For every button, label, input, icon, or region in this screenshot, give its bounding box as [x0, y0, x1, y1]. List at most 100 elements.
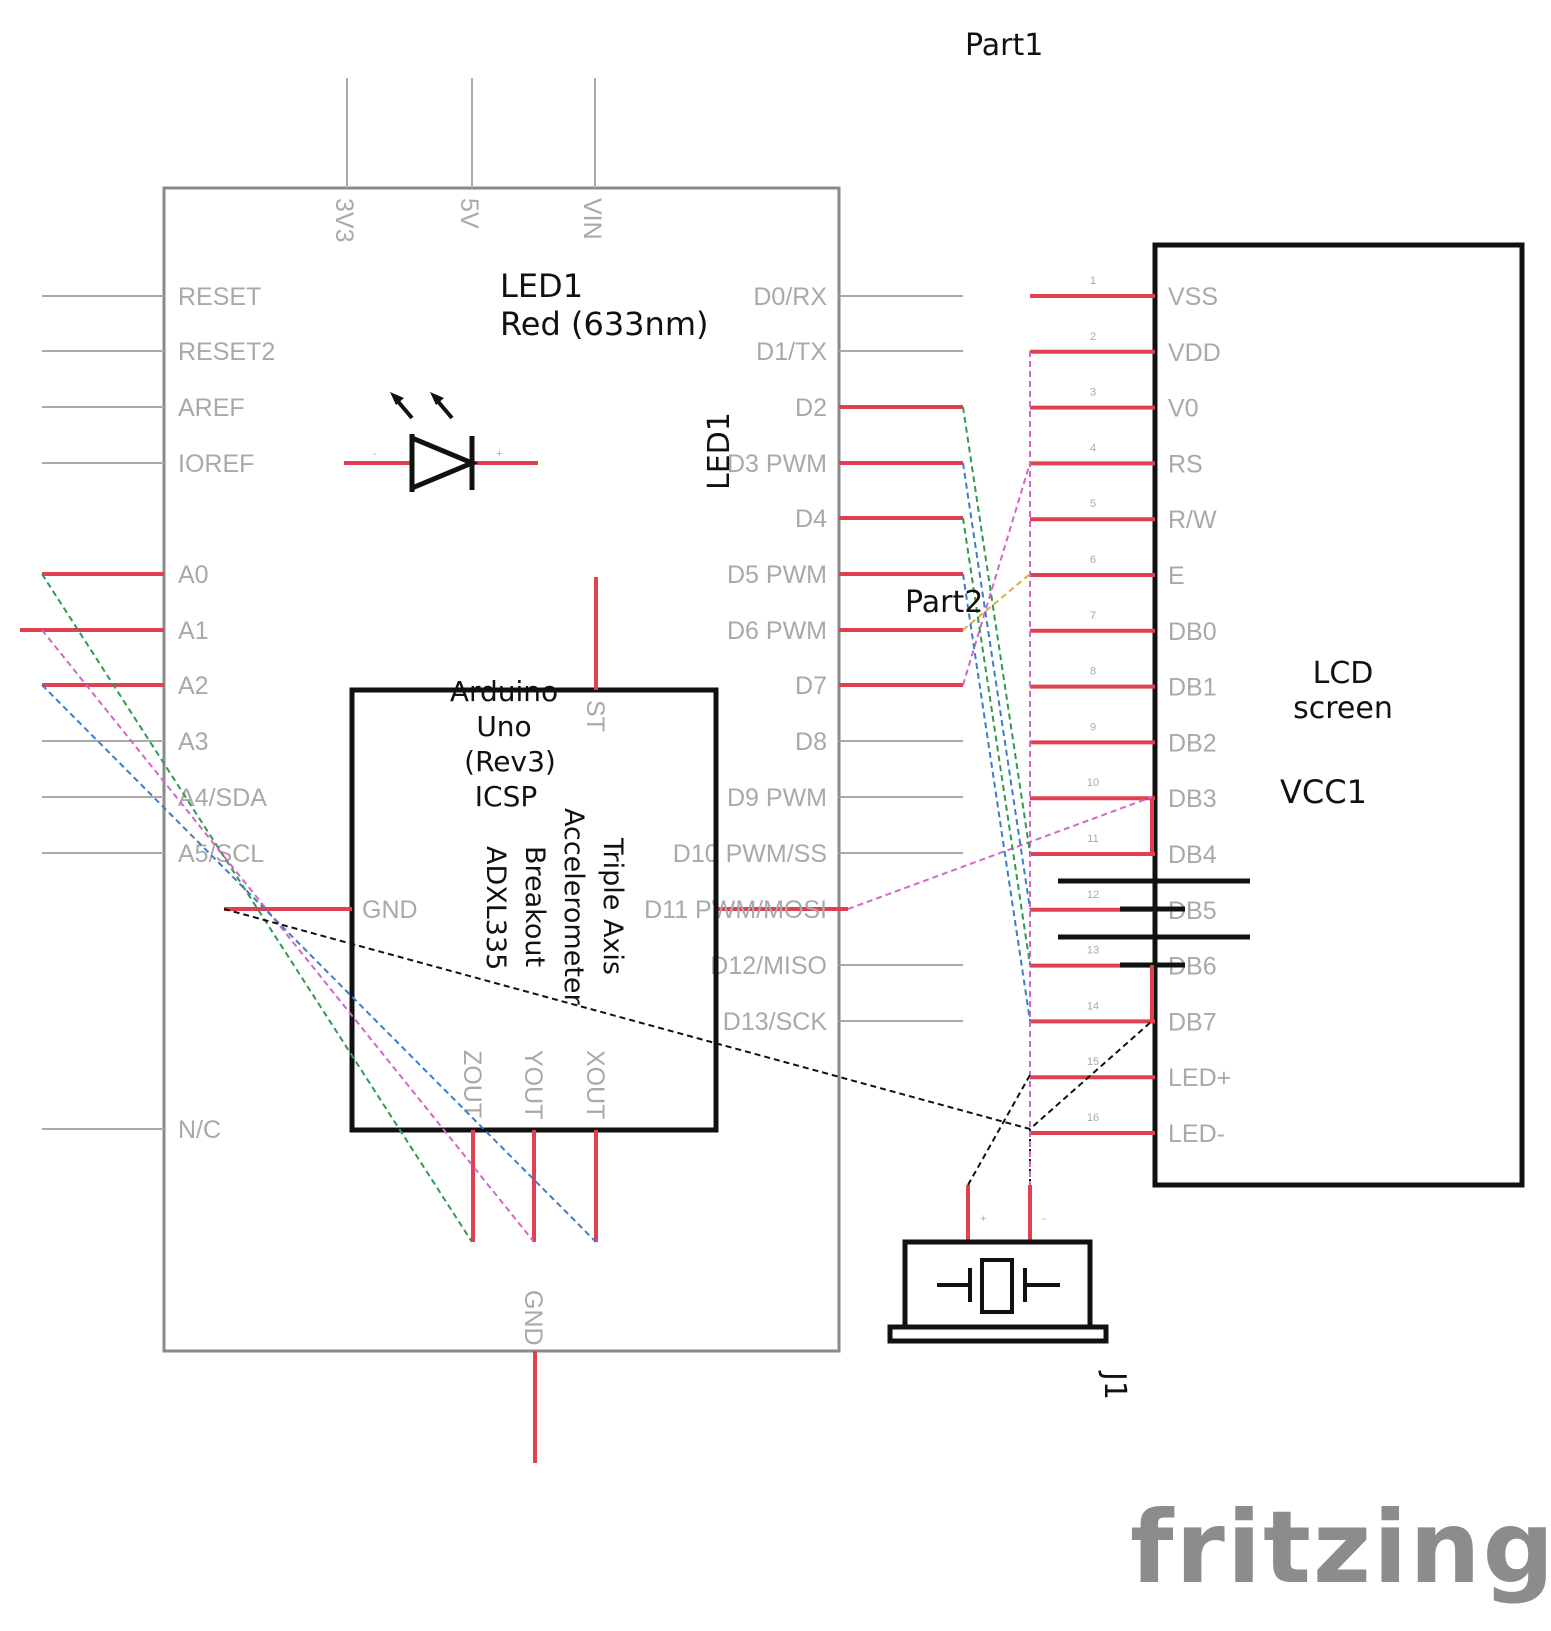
wire-d11-battery	[847, 796, 1153, 910]
part1-label: Part1	[965, 28, 1043, 63]
lcd-name-line1: LCD	[1313, 656, 1374, 691]
accel-name-line2: Accelerometer	[558, 808, 589, 1006]
lcd-pin-number: 9	[1090, 721, 1096, 733]
pin-d7: D7	[795, 672, 827, 700]
pin-3v3: 3V3	[330, 198, 358, 242]
accel-name-line1: Triple Axis	[597, 837, 628, 975]
pin-d10-pwm-ss: D10 PWM/SS	[673, 840, 827, 868]
lcd-pin-number: 5	[1090, 498, 1096, 510]
svg-text:Uno: Uno	[476, 710, 531, 743]
lcd-pin-number: 1	[1090, 275, 1096, 287]
accel-pin-zout: ZOUT	[458, 1050, 486, 1118]
lcd-pin-label: LED+	[1168, 1064, 1231, 1092]
pin-5v: 5V	[455, 198, 483, 229]
arduino-left-pins: RESET RESET2 AREF IOREF A0 A1 A2 A3 A4/S…	[20, 283, 275, 1144]
accelerometer[interactable]: ST GND ZOUT YOUT XOUT Triple Axis Accele…	[224, 577, 719, 1242]
pin-d11-pwm-mosi: D11 PWM/MOSI	[644, 896, 827, 924]
buzzer-label: J1	[1097, 1370, 1132, 1400]
led-pin-minus: -	[373, 448, 377, 460]
lcd-pin-label: DB0	[1168, 618, 1217, 646]
lcd-pin-number: 13	[1087, 945, 1099, 957]
lcd-screen[interactable]: 1VSS2VDD3V04RS5R/W6E7DB08DB19DB210DB311D…	[1030, 242, 1525, 1188]
arduino-name: Arduino Uno (Rev3) ICSP	[450, 675, 558, 813]
pin-a1: A1	[178, 617, 209, 645]
lcd-pin-number: 7	[1090, 610, 1096, 622]
accel-pin-st: ST	[581, 700, 609, 732]
lcd-pin-number: 16	[1087, 1112, 1099, 1124]
pin-reset2: RESET2	[178, 338, 275, 366]
lcd-outline	[1152, 242, 1525, 1188]
svg-text:ICSP: ICSP	[475, 780, 537, 813]
lcd-pin-label: DB2	[1168, 729, 1217, 757]
lcd-pin-number: 15	[1087, 1056, 1099, 1068]
led-triangle	[409, 434, 479, 492]
svg-text:(Rev3): (Rev3)	[464, 745, 556, 778]
lcd-pin-number: 3	[1090, 387, 1096, 399]
wire-a0-zout	[41, 573, 473, 1243]
pin-reset: RESET	[178, 283, 261, 311]
led-description: Red (633nm)	[500, 305, 708, 343]
lcd-pin-number: 10	[1087, 777, 1099, 789]
lcd-pin-label: R/W	[1168, 506, 1217, 534]
fritzing-logo: fritzing	[1130, 1489, 1551, 1606]
pin-d4: D4	[795, 505, 827, 533]
pin-aref: AREF	[178, 394, 245, 422]
led-name: LED1	[500, 267, 583, 305]
lcd-pin-label: VDD	[1168, 339, 1221, 367]
accel-pin-gnd: GND	[362, 896, 418, 924]
battery-label: VCC1	[1280, 773, 1367, 811]
lcd-pin-label: V0	[1168, 395, 1199, 423]
wire-a1-yout	[41, 629, 535, 1243]
pin-vin: VIN	[578, 198, 606, 240]
light-arrows-icon	[390, 392, 454, 420]
wire-d3-db5	[962, 462, 1031, 910]
arduino-outline	[162, 186, 841, 1353]
lcd-pin-label: E	[1168, 562, 1185, 590]
pin-a2: A2	[178, 672, 209, 700]
crystal-icon	[937, 1258, 1060, 1314]
part2-label: Part2	[905, 585, 983, 620]
pin-d13-sck: D13/SCK	[723, 1008, 828, 1036]
wire-d6-e	[962, 573, 1031, 631]
lcd-pin-label: DB1	[1168, 674, 1217, 702]
arduino-uno[interactable]: 3V3 5V VIN RESET RESET2 AREF IOREF A0 A1…	[20, 78, 963, 1463]
lcd-pin-label: DB4	[1168, 841, 1217, 869]
arduino-top-pins: 3V3 5V VIN	[330, 78, 606, 242]
pin-d0-rx: D0/RX	[753, 283, 827, 311]
pin-d6-pwm: D6 PWM	[727, 617, 827, 645]
wire-d5-db7	[962, 573, 1031, 1022]
pin-d8: D8	[795, 728, 827, 756]
pin-d2: D2	[795, 394, 827, 422]
lcd-name-line2: screen	[1293, 691, 1393, 726]
pin-nc: N/C	[178, 1116, 221, 1144]
lcd-pin-number: 12	[1087, 889, 1099, 901]
led-rotated-label: LED1	[702, 412, 737, 490]
pin-d5-pwm: D5 PWM	[727, 561, 827, 589]
svg-text:Arduino: Arduino	[450, 675, 558, 708]
wire-a2-xout	[41, 684, 597, 1243]
buzzer-pin-minus: -	[1042, 1213, 1046, 1225]
pin-gnd-bottom: GND	[519, 1290, 547, 1346]
pin-d3-pwm: D3 PWM	[727, 450, 827, 478]
arduino-right-pins: D0/RX D1/TX D2 D3 PWM D4 D5 PWM D6 PWM D…	[644, 283, 963, 1036]
led-component[interactable]: LED1 Red (633nm) - + LED1	[344, 267, 737, 492]
lcd-pin-number: 2	[1090, 331, 1096, 343]
pin-d12-miso: D12/MISO	[710, 952, 827, 980]
lcd-pin-number: 14	[1087, 1000, 1099, 1012]
wire-gnd	[223, 908, 1153, 1131]
battery-vcc1[interactable]: VCC1	[1058, 773, 1367, 1021]
lcd-pin-row: 3V0	[1030, 387, 1199, 423]
buzzer-j1[interactable]: + - J1	[887, 1185, 1132, 1400]
wire-d2-db4	[962, 406, 1031, 854]
lcd-pin-label: DB7	[1168, 1008, 1217, 1036]
buzzer-pin-plus: +	[980, 1213, 986, 1225]
wires	[41, 351, 1153, 1243]
